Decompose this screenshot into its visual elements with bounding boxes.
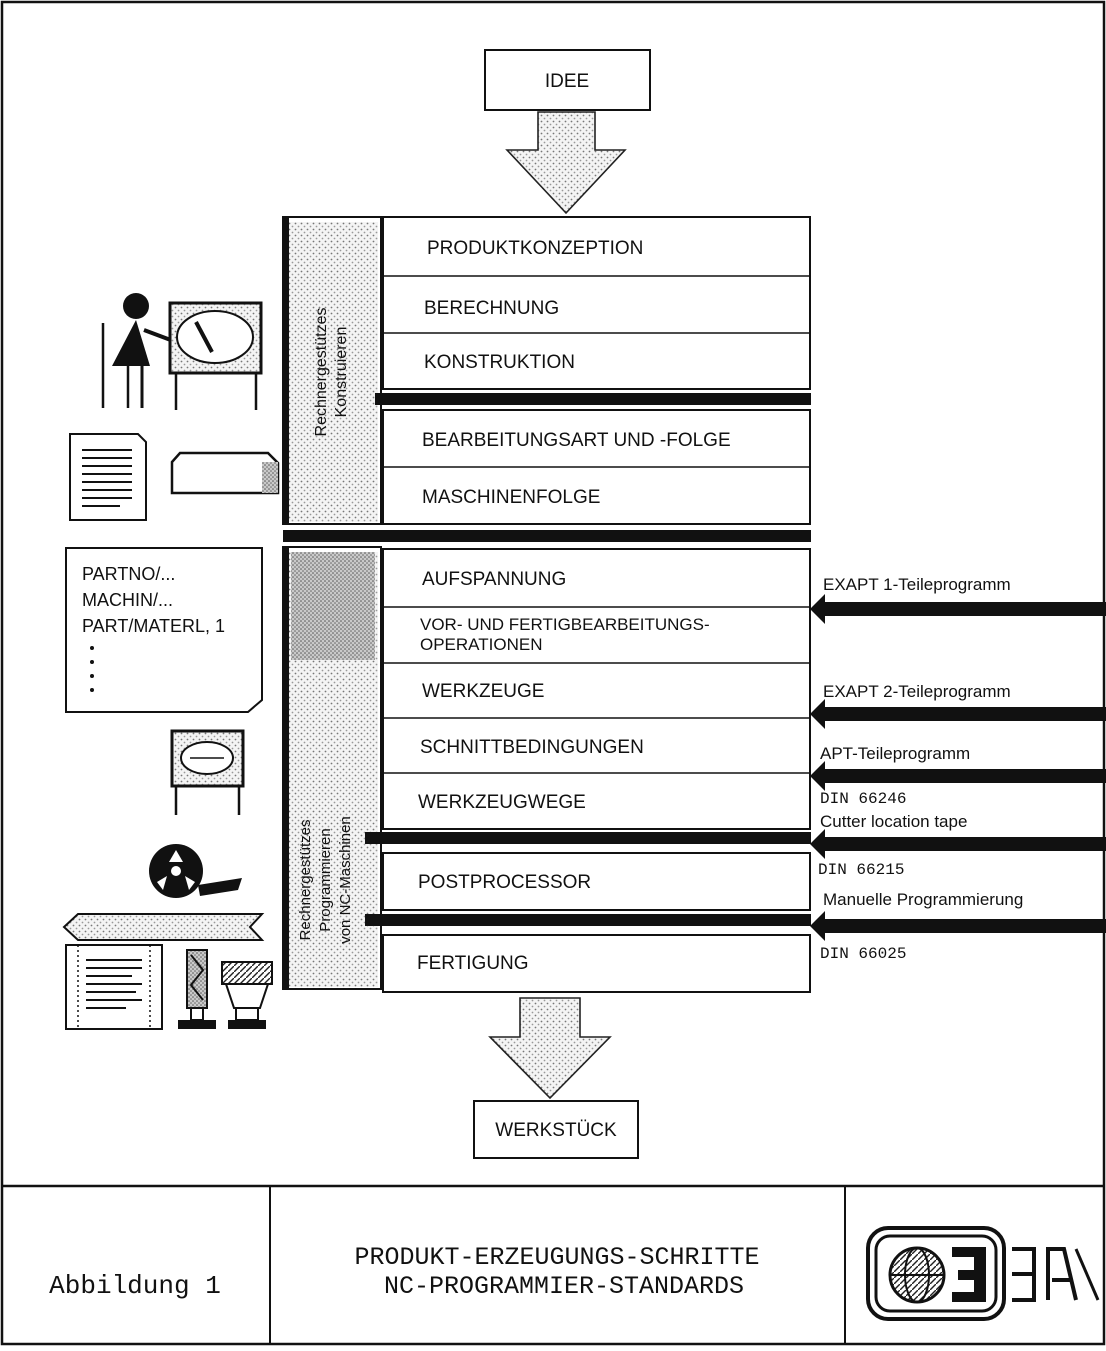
listing-line: MACHIN/... bbox=[82, 590, 173, 610]
group2-column bbox=[282, 546, 382, 990]
step-label: AUFSPANNUNG bbox=[422, 569, 566, 590]
group2-label-line1: Rechnergestützes bbox=[297, 820, 314, 941]
footer-title-line1: PRODUKT-ERZEUGUNGS-SCHRITTE bbox=[354, 1243, 759, 1272]
designer-at-screen-icon bbox=[101, 293, 263, 410]
group1-column bbox=[282, 216, 382, 525]
input-label: DIN 66215 bbox=[818, 861, 904, 879]
down-arrow-bottom bbox=[488, 997, 612, 1100]
input-arrow bbox=[810, 699, 1106, 729]
input-label: EXAPT 1-Teileprogramm bbox=[823, 575, 1011, 594]
step-label: OPERATIONEN bbox=[420, 635, 542, 654]
cutting-tool-icon bbox=[178, 949, 216, 1029]
figure-label: Abbildung 1 bbox=[49, 1271, 221, 1301]
input-arrow bbox=[810, 761, 1106, 791]
tape-reel-icon bbox=[149, 844, 242, 898]
input-label: Cutter location tape bbox=[820, 812, 967, 831]
listing-line: PART/MATERL, 1 bbox=[82, 616, 225, 636]
step-label: FERTIGUNG bbox=[417, 953, 529, 974]
step-label: SCHNITTBEDINGUNGEN bbox=[420, 737, 644, 758]
input-arrow bbox=[810, 911, 1106, 941]
terminal-icon bbox=[170, 451, 280, 495]
punched-tape-icon bbox=[62, 913, 265, 941]
separator-bar bbox=[365, 832, 811, 844]
step-label: BEARBEITUNGSART UND -FOLGE bbox=[422, 430, 731, 451]
document-icon bbox=[69, 433, 147, 521]
group2-label-line2: Programmieren bbox=[317, 828, 334, 931]
step-label: KONSTRUKTION bbox=[424, 352, 575, 373]
listing-line: PARTNO/... bbox=[82, 564, 175, 584]
input-label: APT-Teileprogramm bbox=[820, 744, 970, 763]
group1-label: Rechnergestützes Konstruieren bbox=[313, 308, 350, 437]
input-arrow bbox=[810, 829, 1106, 859]
input-arrows bbox=[810, 594, 1106, 941]
input-label: EXAPT 2-Teileprogramm bbox=[823, 682, 1011, 701]
eib-logo bbox=[866, 1226, 1100, 1321]
program-listing: PARTNO/... MACHIN/... PART/MATERL, 1 bbox=[65, 547, 263, 713]
group2-label: Rechnergestützes Programmieren von NC-Ma… bbox=[297, 816, 354, 944]
separator-bar bbox=[375, 393, 811, 405]
group1-label-line2: Konstruieren bbox=[333, 327, 350, 418]
step-label: MASCHINENFOLGE bbox=[422, 487, 600, 508]
werkstueck-label: WERKSTÜCK bbox=[495, 1120, 617, 1141]
step-label: POSTPROCESSOR bbox=[418, 872, 591, 893]
step-label: WERKZEUGWEGE bbox=[418, 792, 586, 813]
steps-group-1 bbox=[382, 216, 811, 390]
step-label: VOR- UND FERTIGBEARBEITUNGS- bbox=[420, 615, 710, 634]
workpiece-fixture-icon bbox=[221, 961, 273, 1029]
input-arrow bbox=[810, 594, 1106, 624]
footer-title-line2: NC-PROGRAMMIER-STANDARDS bbox=[384, 1272, 744, 1301]
step-label: BERECHNUNG bbox=[424, 298, 559, 319]
step-box-fertigung bbox=[382, 934, 811, 993]
printout-icon bbox=[65, 944, 163, 1030]
input-label: Manuelle Programmierung bbox=[823, 890, 1023, 909]
input-label: DIN 66025 bbox=[820, 945, 906, 963]
input-label: DIN 66246 bbox=[820, 790, 906, 808]
step-box-postprocessor bbox=[382, 852, 811, 911]
steps-group-3 bbox=[382, 548, 811, 830]
steps-group-2 bbox=[382, 409, 811, 525]
group2-label-line3: von NC-Maschinen bbox=[337, 816, 354, 944]
idee-box: IDEE bbox=[484, 49, 651, 111]
werkstueck-box: WERKSTÜCK bbox=[473, 1100, 639, 1159]
separator-bar bbox=[365, 914, 811, 926]
step-label: WERKZEUGE bbox=[422, 681, 544, 702]
down-arrow-top bbox=[505, 111, 627, 215]
idee-label: IDEE bbox=[545, 71, 589, 92]
separator-bar bbox=[283, 530, 811, 542]
step-label: PRODUKTKONZEPTION bbox=[427, 238, 643, 259]
monitor-icon bbox=[170, 729, 245, 815]
group1-label-line1: Rechnergestützes bbox=[313, 308, 330, 437]
